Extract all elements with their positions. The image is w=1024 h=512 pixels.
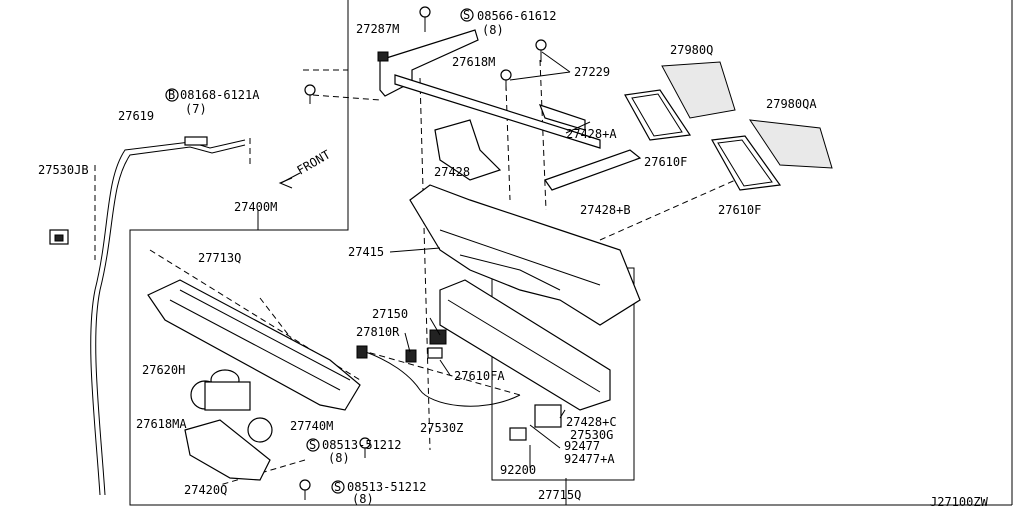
label-92200: 92200 (500, 463, 536, 477)
label-08513-1-qty: (8) (328, 451, 350, 465)
label-27530Z: 27530Z (420, 421, 463, 435)
label-27420Q: 27420Q (184, 483, 227, 497)
label-27980QA: 27980QA (766, 97, 817, 111)
label-27287M: 27287M (356, 22, 399, 36)
filter-27980Q (661, 61, 736, 119)
label-27610F-2: 27610F (718, 203, 761, 217)
label-27150: 27150 (372, 307, 408, 321)
marker-s-08566: S (460, 8, 474, 22)
svg-text:S: S (334, 480, 341, 494)
duct-cable-27619 (90, 136, 246, 496)
bar-27618M (394, 74, 601, 149)
label-08513-51212-2: 08513-51212 (347, 480, 426, 494)
harness-27530Z (356, 329, 521, 407)
marker-s-08513-2: S (331, 480, 345, 494)
clip-27530JB (49, 229, 69, 245)
svg-text:S: S (309, 438, 316, 452)
label-08168-6121A: 08168-6121A (180, 88, 260, 102)
label-27740M: 27740M (290, 419, 333, 433)
duct-27415 (409, 184, 641, 326)
resistor-92200 (509, 404, 562, 441)
label-27428C: 27428+C (566, 415, 617, 429)
cover-27420Q (184, 419, 271, 481)
svg-text:S: S (463, 8, 470, 22)
label-27713Q: 27713Q (198, 251, 241, 265)
seal-27610F-lower (711, 135, 782, 191)
label-08513-2-qty: (8) (352, 492, 374, 506)
label-92477A: 92477+A (564, 452, 615, 466)
diagram-id: J27100ZW (930, 495, 989, 509)
bracket-27428 (434, 119, 502, 181)
label-27610FA: 27610FA (454, 369, 505, 383)
label-27715Q: 27715Q (538, 488, 581, 502)
label-08566-61612: 08566-61612 (477, 9, 556, 23)
label-27810R: 27810R (356, 325, 400, 339)
label-27400M: 27400M (234, 200, 277, 214)
bracket-27428A (538, 104, 642, 191)
callout-lines (257, 51, 591, 505)
label-27428: 27428 (434, 165, 470, 179)
label-27428A: 27428+A (566, 127, 617, 141)
blower-27715Q (439, 279, 611, 411)
front-label: FRONT (295, 147, 333, 177)
filter-27980QA (748, 119, 833, 169)
motor-27620H (190, 369, 273, 443)
svg-text:B: B (168, 88, 175, 102)
label-27980Q: 27980Q (670, 43, 713, 57)
label-08566-qty: (8) (482, 23, 504, 37)
label-27415: 27415 (348, 245, 384, 259)
label-27618M: 27618M (452, 55, 495, 69)
front-arrow: FRONT (278, 147, 333, 189)
label-27618MA: 27618MA (136, 417, 187, 431)
marker-b-08168: B (165, 88, 179, 102)
screw-icons (299, 6, 547, 500)
label-27530G: 27530G (570, 428, 613, 442)
marker-s-08513-1: S (306, 438, 320, 452)
label-27610F-1: 27610F (644, 155, 687, 169)
label-27619: 27619 (118, 109, 154, 123)
label-27229: 27229 (574, 65, 610, 79)
label-27428B: 27428+B (580, 203, 631, 217)
frame-lines (129, 0, 1013, 506)
label-27620H: 27620H (142, 363, 185, 377)
label-27530JB: 27530JB (38, 163, 89, 177)
label-92477: 92477 (564, 439, 600, 453)
label-08168-qty: (7) (185, 102, 207, 116)
seal-27610F-upper (624, 89, 692, 141)
label-08513-51212-1: 08513-51212 (322, 438, 401, 452)
case-27713Q (147, 279, 361, 411)
